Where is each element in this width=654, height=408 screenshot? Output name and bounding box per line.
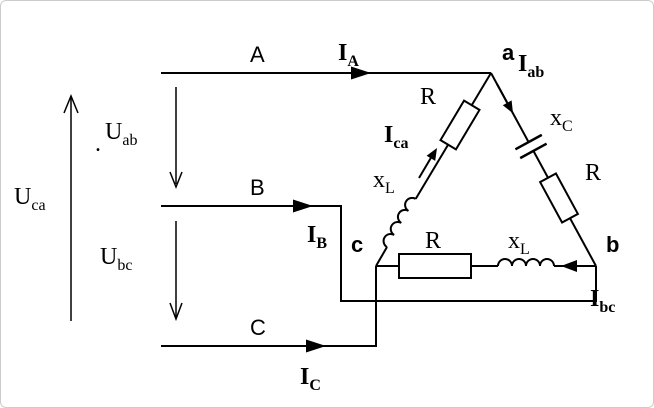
label-xc-base: x [550, 105, 562, 131]
branch-ab [490, 72, 597, 267]
label-voltage-uab-base: U [105, 119, 122, 145]
label-xc-sub: C [562, 118, 573, 135]
label-xl-left-sub: L [385, 180, 395, 197]
label-voltage-uca-sub: ca [31, 197, 45, 214]
label-resistor-ca: R [420, 84, 436, 110]
label-xl-bottom: xL [508, 228, 530, 258]
label-voltage-uab-sub: ab [122, 132, 137, 149]
resistor-ca-box-icon [439, 99, 481, 151]
current-c-arrowhead-icon [306, 339, 326, 353]
voltage-arrow-ubc [169, 221, 183, 322]
uca-arrowhead-icon [63, 94, 79, 114]
phase-a-conductor [161, 66, 491, 80]
current-ca-arrow-shaft [418, 155, 433, 179]
branch-cb [376, 253, 596, 279]
label-current-ia-sub: A [347, 53, 359, 70]
label-current-iab: Iab [518, 51, 544, 81]
label-voltage-ubc-sub: bc [117, 257, 132, 274]
label-current-iab-base: I [518, 51, 527, 77]
resistor-cb-box-icon [398, 253, 472, 279]
label-xc: xC [550, 105, 573, 135]
label-phase-c: C [250, 315, 266, 340]
label-xl-left-base: x [373, 167, 385, 193]
label-current-ia: IA [338, 40, 359, 70]
label-current-ic-sub: C [309, 377, 321, 394]
label-current-ica-base: I [384, 122, 393, 148]
label-voltage-ubc-base: U [100, 244, 117, 270]
label-resistor-cb: R [425, 228, 441, 254]
label-xl-bottom-sub: L [520, 241, 530, 258]
current-ab-arrow-shaft [496, 83, 508, 103]
label-current-ica: Ica [384, 122, 408, 152]
resistor-ab-box-icon [538, 172, 580, 224]
label-current-ica-sub: ca [393, 135, 408, 152]
label-current-ibc: Ibc [590, 286, 615, 316]
label-voltage-uab: Uab [105, 119, 137, 149]
label-voltage-uca-base: U [14, 184, 31, 210]
label-node-c: c [351, 232, 363, 257]
current-ab-arrowhead-icon [502, 100, 513, 114]
label-voltage-uca: Uca [14, 184, 46, 214]
capacitor-plate-2-icon [519, 142, 548, 160]
label-current-ic: IC [300, 364, 321, 394]
label-node-b: b [606, 232, 619, 257]
label-xl-bottom-base: x [508, 228, 520, 254]
voltage-arrow-uca [63, 94, 79, 321]
current-b-arrowhead-icon [293, 199, 313, 213]
capacitor-plate-1-icon [514, 133, 543, 151]
label-current-ibc-base: I [590, 286, 599, 312]
inductor-ca-coil-icon [382, 196, 417, 248]
label-current-ia-base: I [338, 40, 347, 66]
uab-arrowhead-icon [169, 171, 183, 190]
label-current-ic-base: I [300, 364, 309, 390]
label-node-a: a [502, 40, 515, 65]
ubc-arrowhead-icon [169, 302, 183, 322]
voltage-arrow-uab [169, 87, 183, 190]
phase-c-wire [161, 266, 377, 347]
label-resistor-ab: R [585, 160, 601, 186]
branch-ca [375, 72, 492, 267]
label-current-iab-sub: ab [527, 64, 544, 81]
branch-ca-wire-lower [375, 246, 388, 267]
label-phase-b: B [250, 175, 265, 200]
current-a-arrowhead-icon [351, 66, 371, 80]
label-current-ib-base: I [307, 222, 316, 248]
current-ca-arrowhead-icon [426, 148, 437, 161]
current-bc-arrowhead-icon [561, 260, 577, 272]
label-current-ib: IB [307, 222, 327, 252]
label-uab-dot: . [95, 131, 101, 157]
inductor-cb-coil-icon [497, 258, 555, 267]
phase-b-conductor [161, 199, 597, 302]
label-xl-left: xL [373, 167, 395, 197]
label-phase-a: A [250, 42, 265, 67]
label-voltage-ubc: Ubc [100, 244, 132, 274]
label-current-ibc-sub: bc [599, 299, 615, 316]
phase-b-wire [161, 205, 597, 302]
label-current-ib-sub: B [316, 235, 327, 252]
phase-c-conductor [161, 266, 377, 353]
